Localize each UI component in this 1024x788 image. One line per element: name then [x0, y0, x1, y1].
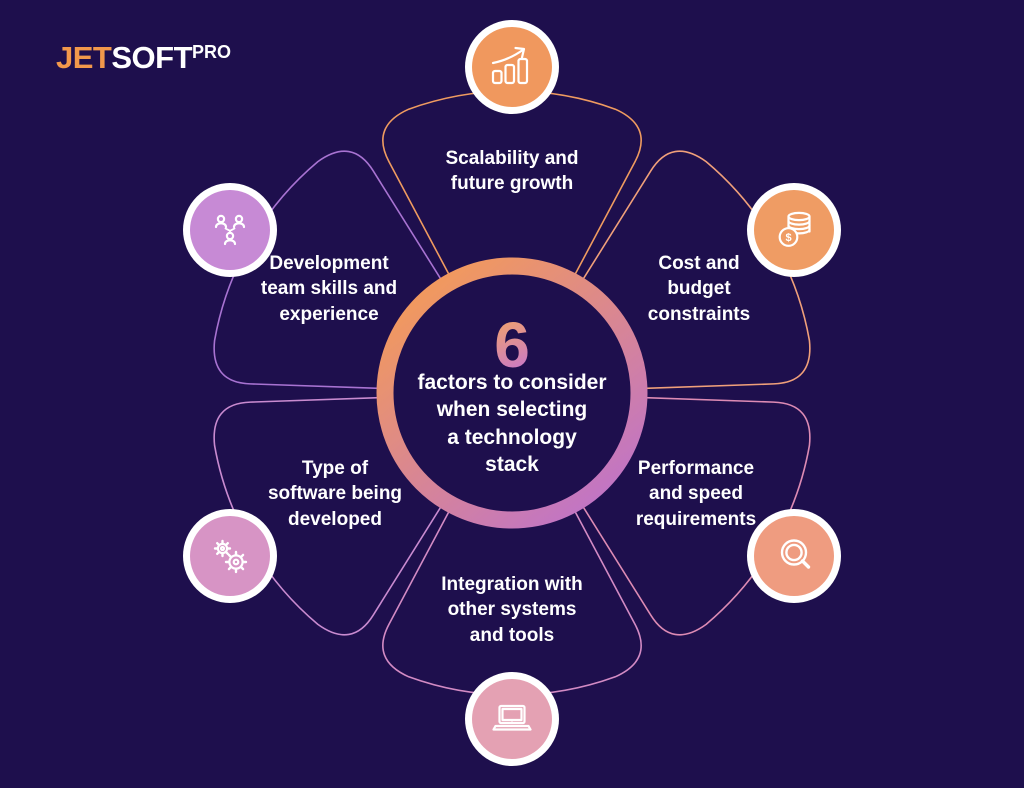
logo-jet: JET [56, 40, 112, 75]
icon-disc [754, 516, 834, 596]
magnifier-icon [747, 509, 841, 603]
factor-label-integration: Integration with other systems and tools [441, 574, 583, 646]
logo-soft: SOFT [111, 40, 193, 75]
factor-label-scalability: Scalability and future growth [445, 148, 579, 195]
center-title: factors to consider when selecting a tec… [417, 371, 607, 476]
coins-icon: $ [747, 183, 841, 277]
jetsoftpro-logo: JETSOFTPRO [56, 40, 231, 76]
dollar-symbol: $ [785, 232, 791, 244]
factor-label-cost: Cost and budget constraints [647, 253, 751, 325]
center-number: 6 [494, 309, 530, 381]
icon-disc [472, 27, 552, 107]
factor-label-team-skills: Development team skills and experience [260, 253, 398, 325]
factor-label-software-type: Type of software being developed [267, 458, 403, 530]
factor-label-performance: Performance and speed requirements [635, 458, 757, 530]
center-ring [376, 257, 648, 529]
gears-icon [183, 509, 277, 603]
team-icon [183, 183, 277, 277]
logo-pro: PRO [192, 42, 232, 62]
growth-chart-icon [465, 20, 559, 114]
laptop-icon [465, 672, 559, 766]
